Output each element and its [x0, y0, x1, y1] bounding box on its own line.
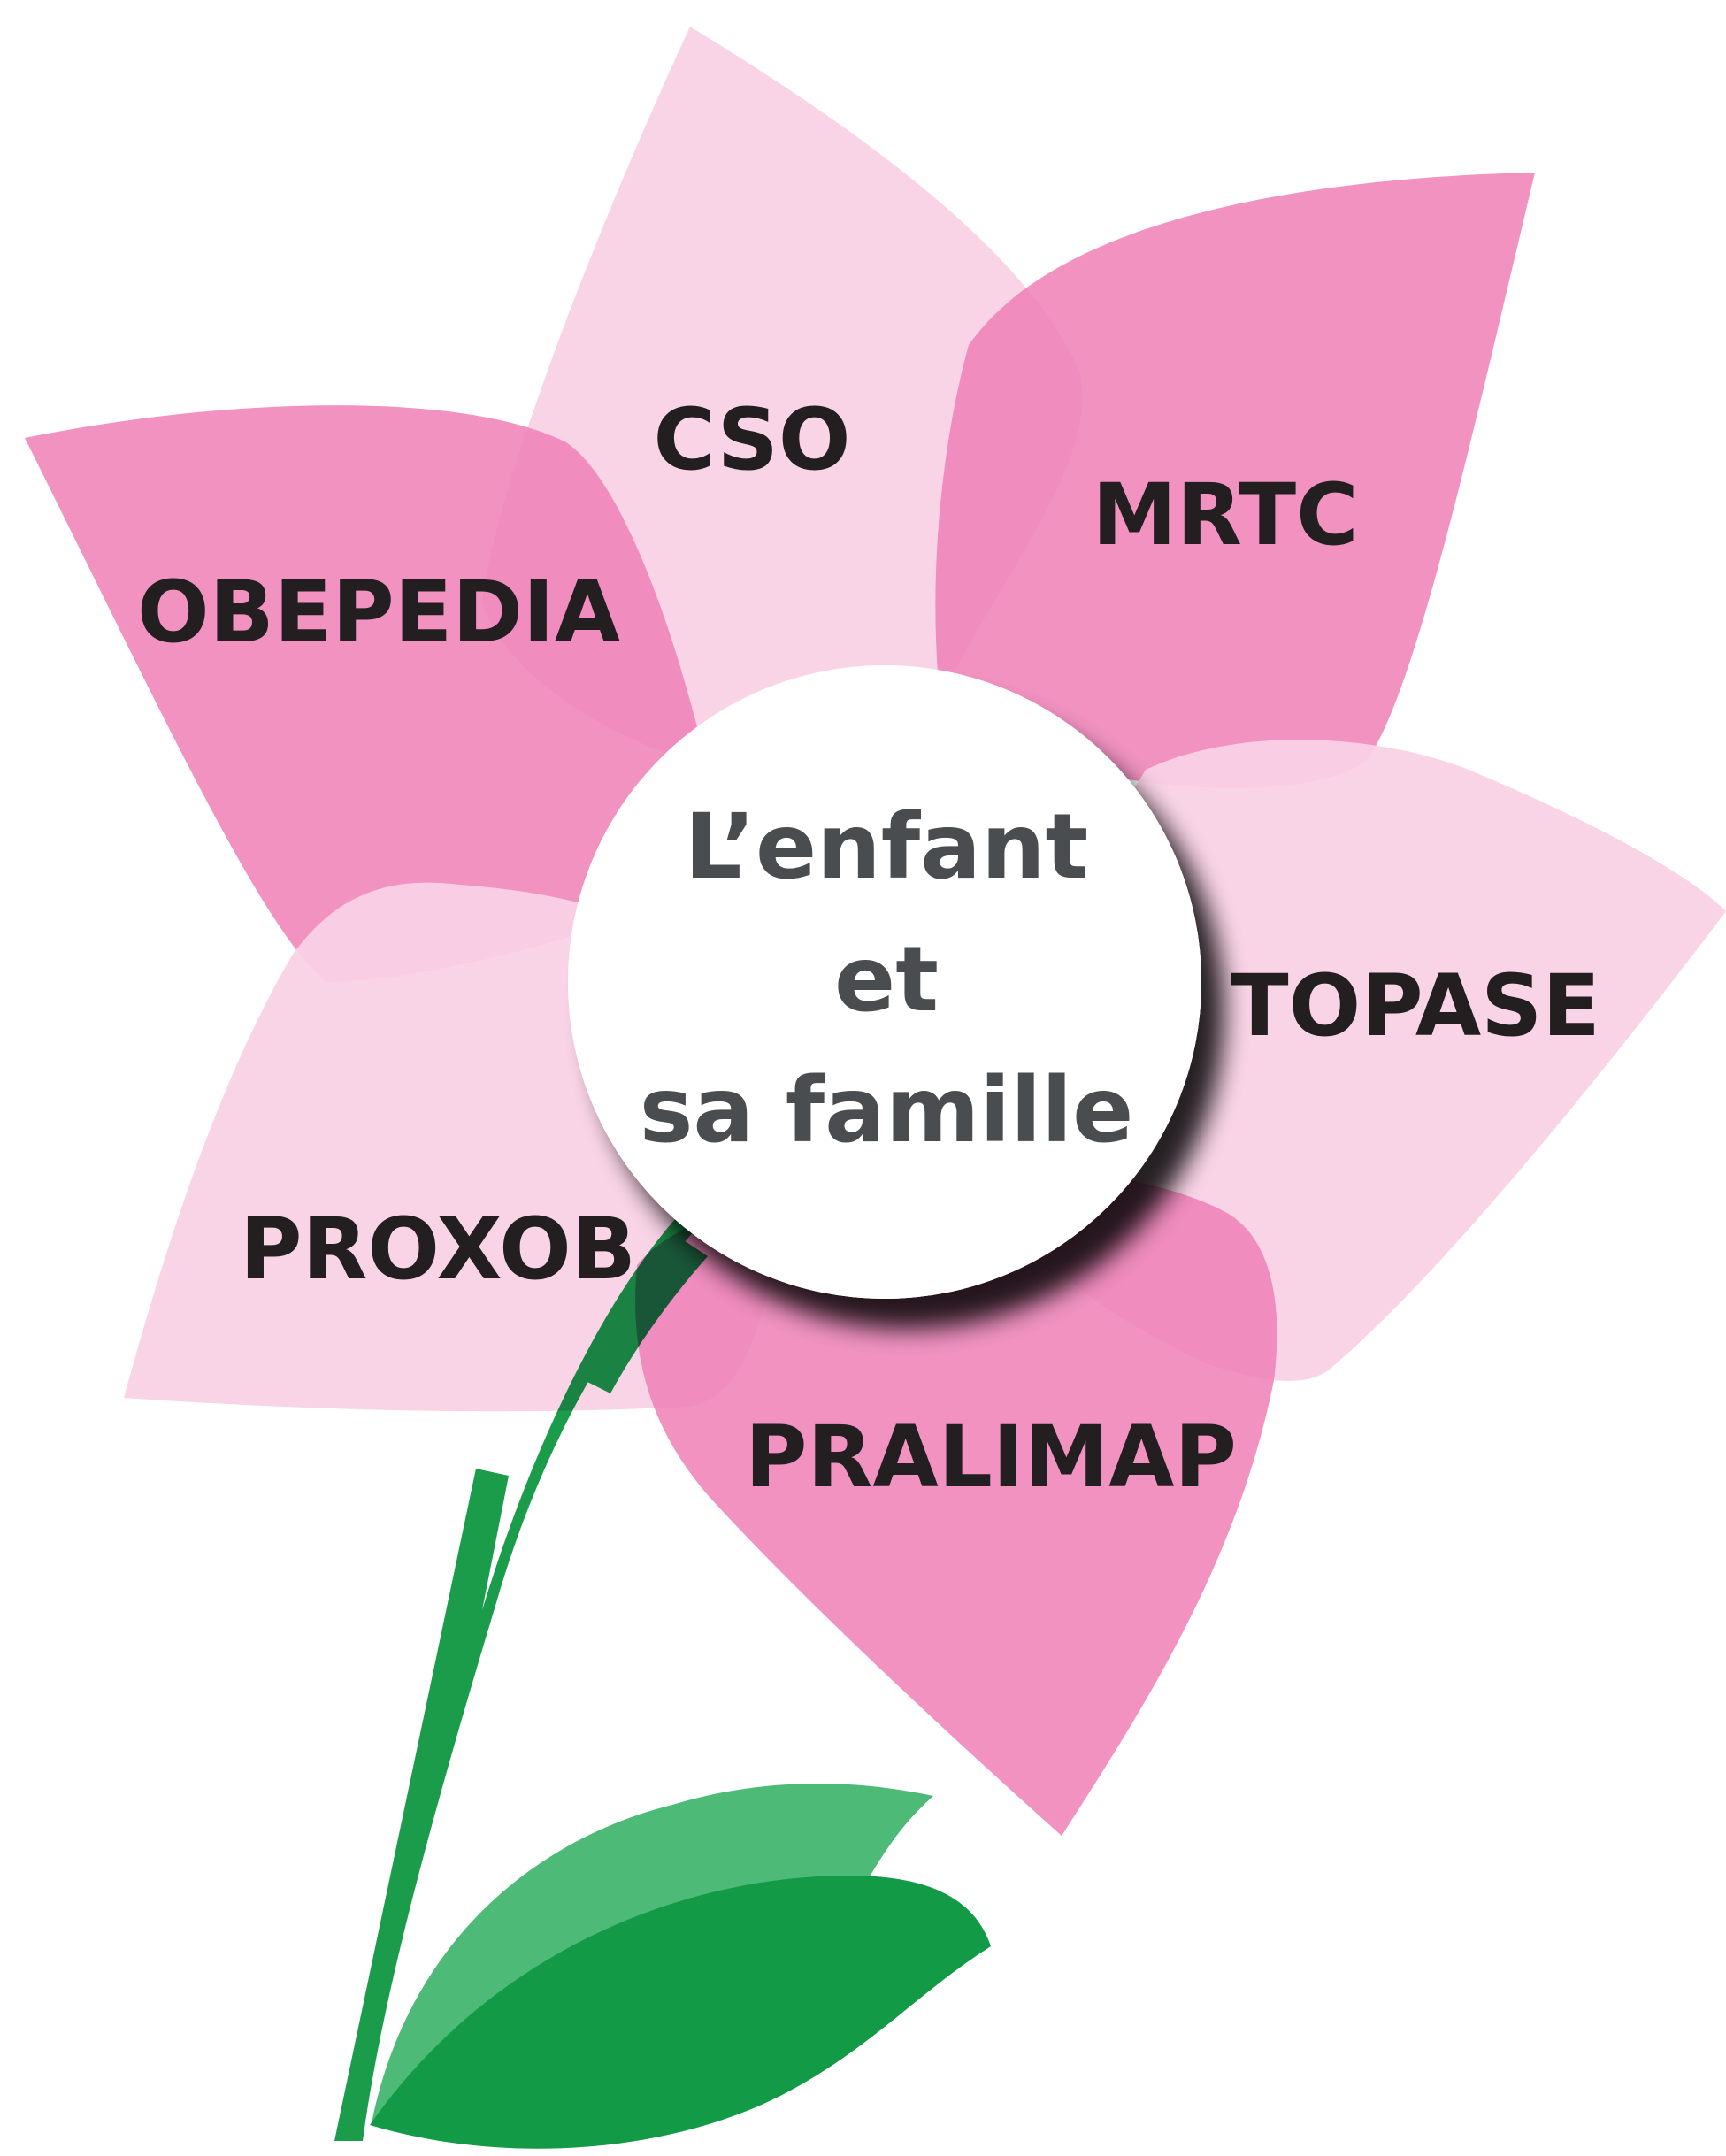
petal-pralimap [635, 1164, 1277, 1836]
center-line-1: L’enfant [685, 794, 1089, 900]
label-proxob: PROXOB [240, 1200, 636, 1299]
label-topase: TOPASE [1231, 956, 1600, 1055]
center-line-3: sa famille [640, 1058, 1134, 1163]
label-mrtc: MRTC [1092, 465, 1358, 564]
petal-obepedia [25, 405, 708, 982]
center-circle-fill [568, 665, 1201, 1299]
petal-mrtc [935, 173, 1535, 789]
label-cso: CSO [654, 390, 851, 489]
label-pralimap: PRALIMAP [745, 1408, 1237, 1507]
stem [334, 1212, 699, 2141]
label-obepedia: OBEPEDIA [137, 563, 620, 662]
leaf-front [370, 1876, 991, 2149]
center-line-2: et [834, 927, 939, 1032]
